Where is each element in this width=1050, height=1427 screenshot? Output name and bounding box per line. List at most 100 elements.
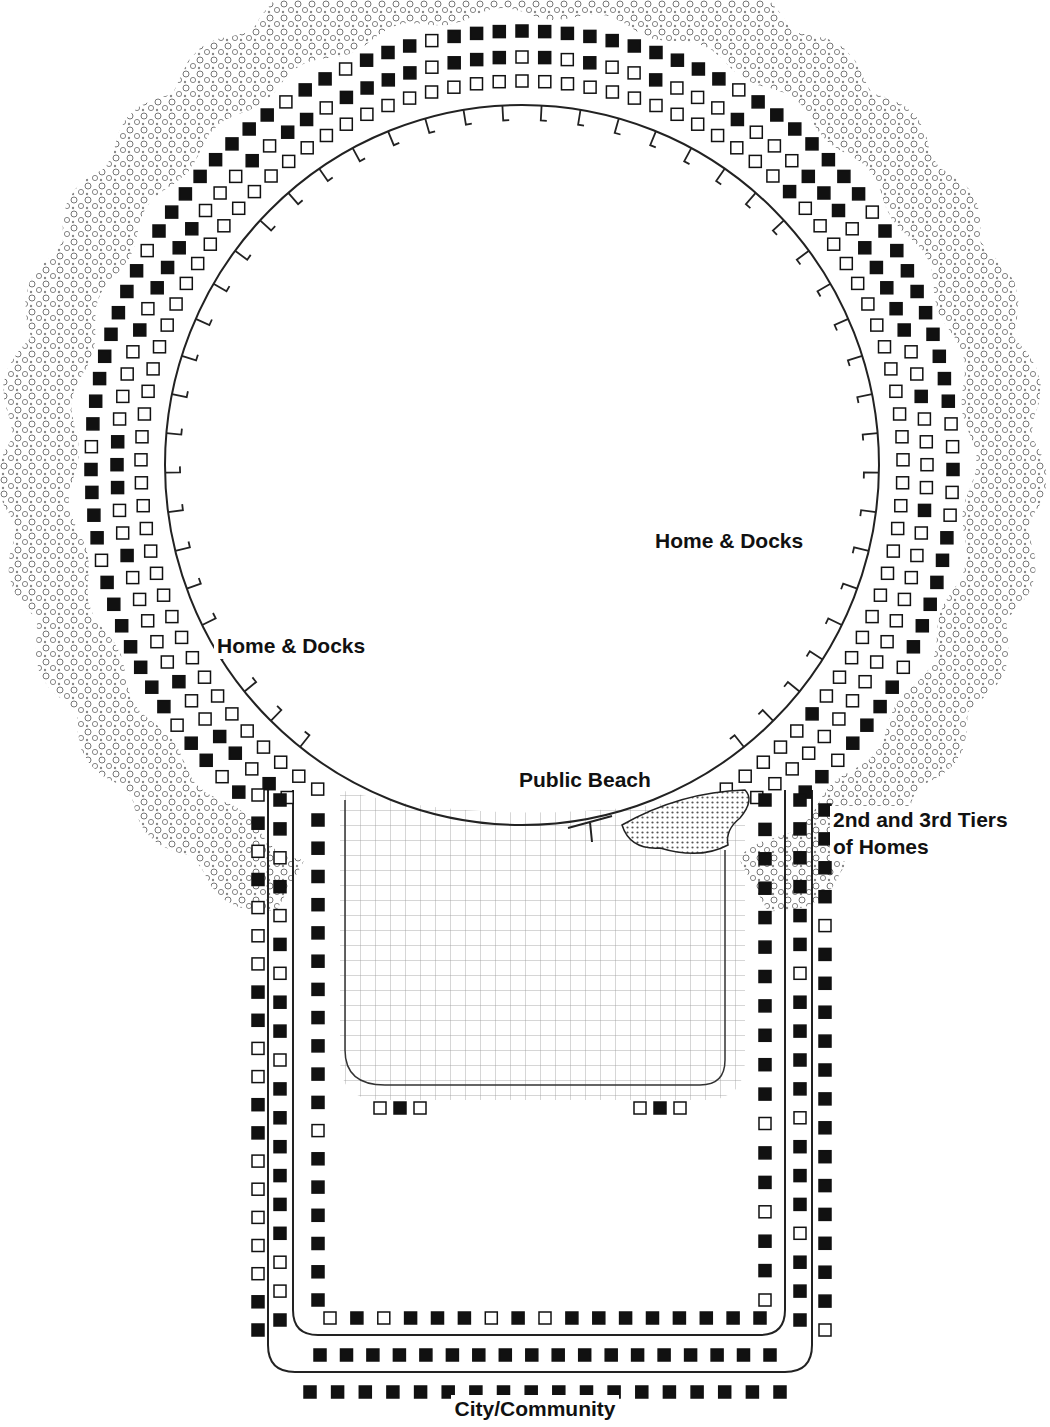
dock [716,169,725,185]
home [359,1386,371,1398]
dock [784,682,799,692]
home [199,671,211,683]
home [898,324,910,336]
dock [826,618,842,625]
dock [172,391,188,397]
home [252,1155,264,1167]
home [493,52,505,64]
home [759,882,771,894]
home [759,1029,771,1041]
home [186,652,198,664]
home [90,395,102,407]
home [204,238,216,250]
home [252,874,264,886]
home [818,731,830,743]
home [404,92,416,104]
home [856,631,868,643]
home [759,853,771,865]
home [226,138,238,150]
home [647,1312,659,1324]
home [789,123,801,135]
home [94,373,106,385]
home [312,842,324,854]
home [561,54,573,66]
home [212,690,224,702]
home [127,346,139,358]
home [921,459,933,471]
home [579,1349,591,1361]
home [750,126,762,138]
home [767,170,779,182]
home [230,170,242,182]
home [101,576,113,588]
dock [758,710,773,721]
home [200,205,212,217]
dock [245,677,257,691]
home [131,265,143,277]
home [274,996,286,1008]
home [947,441,959,453]
home [822,154,834,166]
public-beach [622,790,749,853]
home [319,73,331,85]
home [671,82,683,94]
home [874,589,886,601]
home [516,75,528,87]
home [942,395,954,407]
home [161,319,173,331]
home [274,1285,286,1297]
home [405,1312,417,1324]
home [216,771,228,783]
home [946,486,958,498]
home [121,286,133,298]
home [636,1386,648,1398]
home [890,303,902,315]
home [915,527,927,539]
home [263,778,275,790]
home [784,186,796,198]
home [915,390,927,402]
home [153,225,165,237]
home [819,1151,831,1163]
home [945,418,957,430]
home [426,61,438,73]
home [759,1206,771,1218]
dock [860,510,876,516]
home [446,1349,458,1361]
home [628,67,640,79]
home [885,363,897,375]
home [833,205,845,217]
home [759,912,771,924]
home [819,1035,831,1047]
home [85,441,97,453]
home [658,1349,670,1361]
home [759,1147,771,1159]
home [192,258,204,270]
home [112,482,124,494]
home [88,509,100,521]
home [931,576,943,588]
home [593,1312,605,1324]
home [757,756,769,768]
home [794,794,806,806]
home [866,611,878,623]
home [361,54,373,66]
home [803,747,815,759]
home [759,1294,771,1306]
dock [650,131,656,147]
home [312,1238,324,1250]
home [911,286,923,298]
home [650,74,662,86]
home [764,1349,776,1361]
home [606,86,618,98]
beach-label: Public Beach [516,766,654,793]
home [905,572,917,584]
home [879,341,891,353]
home [561,27,573,39]
road [293,790,785,1335]
home [96,554,108,566]
home [312,899,324,911]
home [173,676,185,688]
home [794,823,806,835]
home [246,763,258,775]
